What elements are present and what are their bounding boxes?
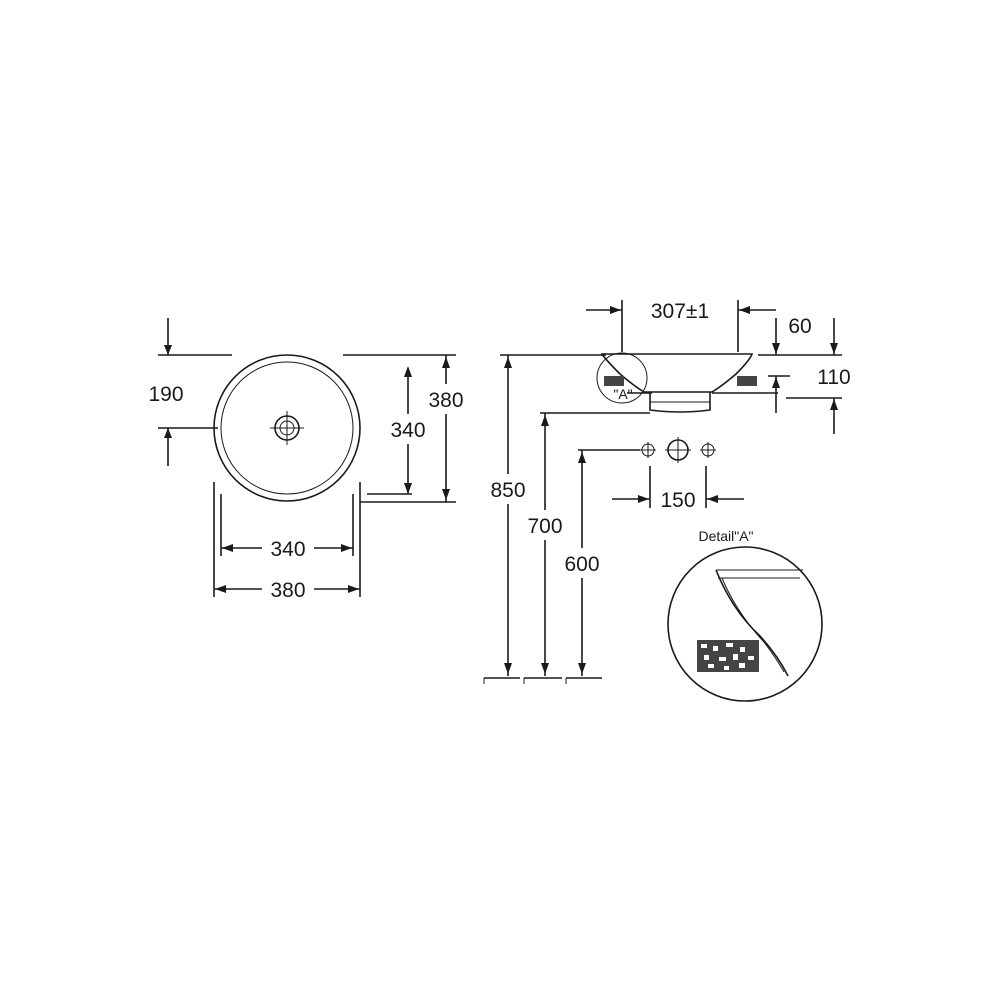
dim-850-label: 850: [490, 479, 525, 502]
dim-340-horizontal-label: 340: [270, 538, 305, 561]
counter-section-right: [737, 376, 757, 386]
side-view: "A" 307±1 60 110 850: [483, 300, 851, 684]
detail-a: Detail"A": [667, 528, 823, 702]
dim-700-label: 700: [527, 515, 562, 538]
detail-a-title: Detail"A": [698, 528, 753, 544]
dim-340-vertical-label: 340: [390, 419, 425, 442]
tap-holes: [640, 437, 716, 463]
dim-380-vertical-label: 380: [428, 389, 463, 412]
dim-110-label: 110: [817, 366, 850, 389]
dim-150-label: 150: [660, 489, 695, 512]
basin-profile: [600, 353, 754, 393]
basin-inner-rim: [220, 361, 354, 495]
dim-190-label: 190: [148, 383, 183, 406]
detail-a-marker-label: "A": [613, 386, 632, 402]
dim-60-label: 60: [788, 315, 811, 338]
detail-a-circle: [667, 546, 823, 702]
detail-a-marker-circle: [596, 352, 648, 404]
dim-307-label: 307±1: [651, 300, 709, 323]
top-view: 190 340 380 340 380: [148, 318, 470, 602]
counter-section-left: [604, 376, 624, 386]
dim-380-horizontal-label: 380: [270, 579, 305, 602]
dim-600-label: 600: [564, 553, 599, 576]
